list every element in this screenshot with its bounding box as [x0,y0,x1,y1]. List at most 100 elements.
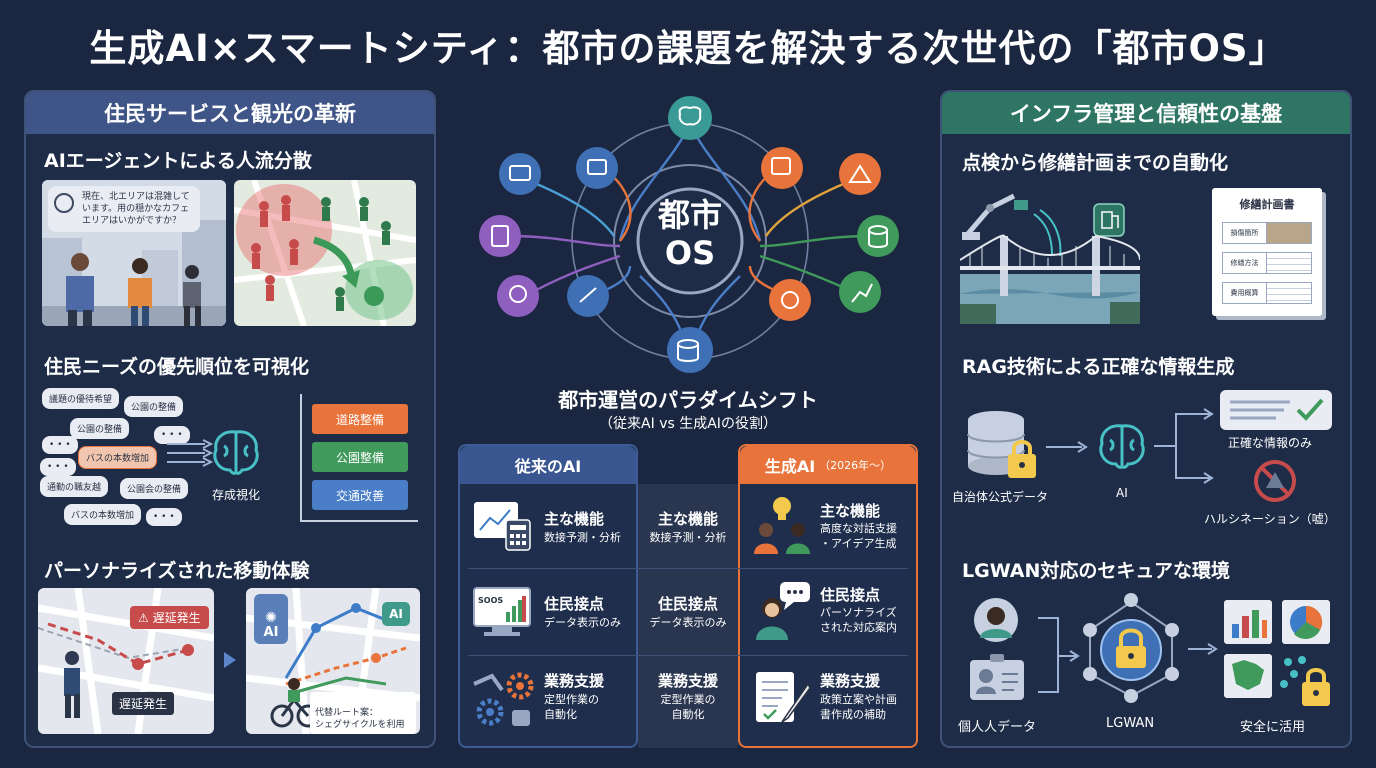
hub-label: 都市 OS [640,196,740,272]
mid-row3-sub-text: 定型作業の 自動化 [660,693,716,721]
hub-line1: 都市 [657,196,722,234]
person-data-label: 個人人データ [958,720,1037,735]
street-scene-image: 現在、北エリアは混雑しています。用の穏かなカフェエリアはいかがですか？ [42,180,226,326]
right-arrow-icon [224,652,236,668]
needs-arrows [167,439,214,467]
delay-label-text: 遅延発生 [119,697,168,711]
city-os-network [479,96,899,373]
old-row3-sub: 定型作業の 自動化 [544,692,599,722]
doc-row: 損傷箇所 [1222,222,1312,244]
right-s2-title: RAG技術による正確な情報生成 [962,356,1235,378]
new-row1-title: 主な機能 [820,502,881,520]
lgwan-label: LGWAN [1106,716,1155,731]
mid-row3-sub: 定型作業の 自動化 [638,692,738,722]
right-s1-title: 点検から修繕計画までの自動化 [962,152,1229,174]
new-row3-sub: 政策立案や計画 書作成の補助 [820,692,897,722]
hallucination-label: ハルシネーション（嘘） [1204,512,1336,526]
doc-row-photo [1267,223,1311,243]
doc-row-label: 費用概算 [1223,283,1267,303]
safe-analytics-icons [1224,600,1330,706]
mid-row2-title: 住民接点 [657,595,718,613]
ai-badge-1-text: AI [263,625,279,640]
old-row2-sub: データ表示のみ [544,616,621,629]
lgwan-arrow-out [1188,643,1218,655]
new-row1-sub-text: 高度な対話支援 ・アイデア生成 [820,522,897,550]
gen-ai-header: 生成AI （2026年～） [740,446,916,484]
doc-row: 費用概算 [1222,282,1312,304]
alt-route-text: 代替ルート案： シェグサイクルを利用 [315,708,405,730]
accurate-info-lines [1230,398,1324,421]
agent-bubble-text: 現在、北エリアは混雑しています。用の穏かなカフェエリアはいかがですか？ [82,192,190,226]
new-row1-sub: 高度な対話支援 ・アイデア生成 [820,521,897,551]
chat-person-icon [756,582,810,640]
left-s3-title: パーソナライズされた移動体験 [44,560,310,582]
chart-calculator-icon [474,502,531,551]
new-row2-sub-text: パーソナライズ された対応案内 [820,606,897,634]
mid-row1-title: 主な機能 [657,510,718,528]
agent-speech-bubble: 現在、北エリアは混雑しています。用の穏かなカフェエリアはいかがですか？ [48,186,200,232]
db-label: 自治体公式データ [952,490,1049,504]
brain-label: 存成視化 [212,488,261,502]
ai-brain-icon: ✺ [265,610,277,626]
delay-alert-badge: ⚠ 遅延発生 [130,606,209,629]
doc-row-label: 修繕方法 [1223,253,1267,273]
dots-bubble: • • • [146,508,182,526]
gen-ai-header-year: （2026年～） [819,459,892,472]
document-pen-icon [756,672,811,723]
doc-row-lines [1267,283,1311,303]
left-panel-header: 住民サービスと観光の革新 [26,92,434,134]
monitor-chart-icon [473,587,531,636]
accurate-info-card [1220,390,1332,430]
rag-branch-arrows [1154,408,1214,484]
doc-row-lines [1267,253,1311,273]
priority-axis [300,394,418,522]
lgwan-lock-network [1083,593,1179,703]
left-s1-title: AIエージェントによる人流分散 [44,150,312,172]
row-divider [468,655,908,656]
paradigm-title: 都市運営のパラダイムシフト [558,388,818,412]
crowd-map-image [234,180,416,326]
new-row2-sub: パーソナライズ された対応案内 [820,605,897,635]
idea-people-icon [754,497,810,554]
priority-bar: 公園整備 [312,442,408,472]
doc-row-label: 損傷箇所 [1223,223,1267,243]
old-ai-header: 従来のAI [460,446,636,484]
monitor-label: SOOS [478,596,504,605]
left-s2-title: 住民ニーズの優先順位を可視化 [44,356,310,378]
hallucination-blocked-icon [1254,460,1296,502]
gen-ai-header-text: 生成AI [764,457,816,476]
need-bubble: 公園の整備 [124,396,184,417]
mid-column [638,484,738,748]
need-bubble: 公園の整備 [70,418,130,439]
alt-route-image: ✺ AI AI 代替ルート案： シェグサイクルを利用 [246,588,420,734]
crowd-map-illustration [234,180,416,326]
ai-badge-2: AI [382,602,410,626]
hub-line2: OS [664,234,716,272]
delay-map-image: ⚠ 遅延発生 遅延発生 [38,588,214,734]
accurate-info-label: 正確な情報のみ [1228,436,1313,450]
priority-bar: 道路整備 [312,404,408,434]
right-s3-title: LGWAN対応のセキュアな環境 [962,560,1231,582]
dots-bubble: • • • [40,458,76,476]
mid-row1-sub: 数接予測・分析 [649,531,727,544]
ai-brain-icon [1099,424,1145,469]
rag-arrow-1 [1046,441,1088,453]
mid-row3-title: 業務支援 [657,672,718,690]
old-row1-title: 主な機能 [544,510,605,528]
dots-bubble: • • • [154,426,190,444]
need-bubble: 公園会の整備 [120,478,189,499]
old-ai-header-text: 従来のAI [514,457,582,476]
page-title: 生成AI×スマートシティ：都市の課題を解決する次世代の「都市OS」 [89,27,1287,70]
new-row3-title: 業務支援 [820,672,881,690]
old-row3-title: 業務支援 [544,672,605,690]
need-bubble-highlight: バスの本数増加 [78,446,158,469]
bridge-inspection-illustration [960,193,1140,324]
need-bubble: バスの本数増加 [64,504,142,525]
brain-icon [213,430,259,475]
alt-route-note: 代替ルート案： シェグサイクルを利用 [310,692,416,734]
priority-bar: 交通改善 [312,480,408,510]
dots-bubble: • • • [42,436,78,454]
warning-icon: ⚠ [138,611,153,625]
person-id-icon [970,598,1024,700]
need-bubble: 議題の優待希望 [42,388,120,409]
